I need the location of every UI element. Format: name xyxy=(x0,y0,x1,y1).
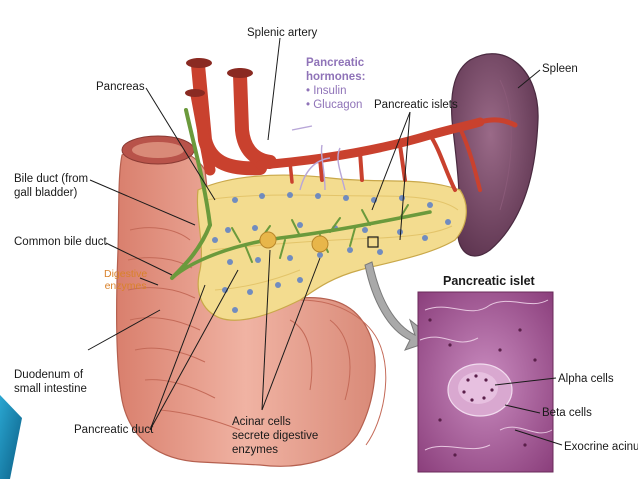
label-pancreatic-duct: Pancreatic duct xyxy=(74,424,154,436)
islet-sample-box xyxy=(367,236,379,248)
label-digestive-enzymes: Digestive enzymes xyxy=(104,268,148,292)
label-splenic-artery: Splenic artery xyxy=(247,27,318,39)
islet-micrograph xyxy=(417,291,554,473)
label-pancreatic-islets: Pancreatic islets xyxy=(374,99,458,111)
duct-system xyxy=(170,108,432,280)
label-glucagon: • Glucagon xyxy=(306,99,363,111)
label-duodenum: Duodenum of small intestine xyxy=(14,369,87,395)
label-spleen: Spleen xyxy=(542,63,578,75)
label-exocrine-acinus: Exocrine acinus xyxy=(564,441,638,453)
label-bile-duct: Bile duct (from gall bladder) xyxy=(14,173,89,199)
acini-clusters xyxy=(259,231,329,253)
vessel-openings xyxy=(185,58,253,97)
label-acinar-cells: Acinar cells secrete digestive enzymes xyxy=(232,416,319,456)
leader-lines xyxy=(87,37,563,446)
label-insulin: • Insulin xyxy=(306,85,347,97)
slide-accent-shape xyxy=(0,395,22,479)
spleen-shape xyxy=(450,53,539,257)
splenic-artery-vessels xyxy=(190,58,518,192)
label-common-bile-duct: Common bile duct xyxy=(14,236,107,248)
hormone-arrows xyxy=(291,125,346,191)
label-pancreatic-hormones: Pancreatic hormones: xyxy=(306,57,366,83)
label-beta-cells: Beta cells xyxy=(542,407,592,419)
label-pancreatic-islet-title: Pancreatic islet xyxy=(443,274,535,288)
label-alpha-cells: Alpha cells xyxy=(558,373,614,385)
label-pancreas: Pancreas xyxy=(96,81,145,93)
